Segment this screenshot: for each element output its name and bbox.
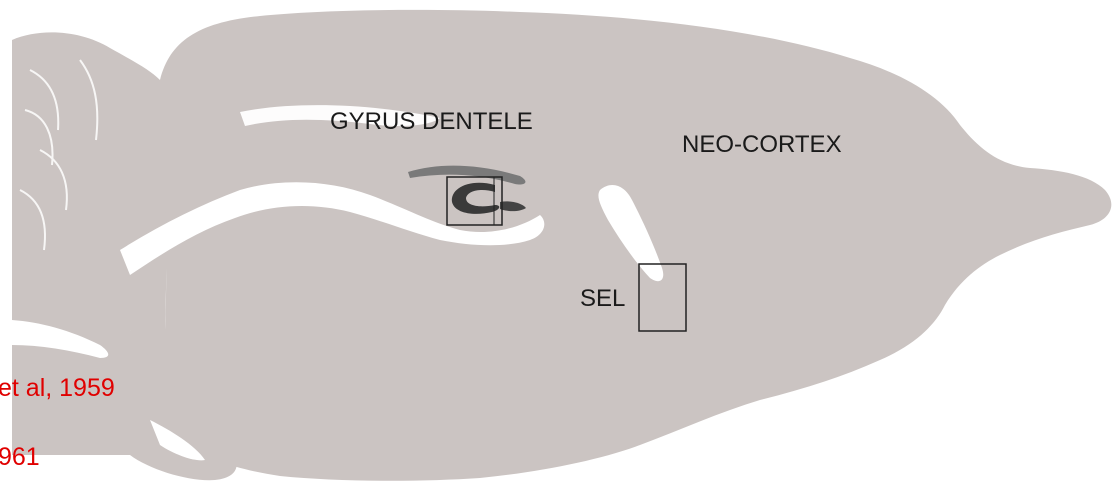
ventricle-channel <box>120 182 545 275</box>
lateral-ventricle-slit <box>598 185 664 282</box>
brain-body-shape <box>130 9 1112 481</box>
citation-line-2: 961 <box>0 443 40 471</box>
label-dentate-gyrus: GYRUS DENTELE <box>330 108 533 135</box>
left-notch <box>12 320 109 358</box>
label-neocortex: NEO-CORTEX <box>682 131 842 158</box>
citation-line-1: et al, 1959 <box>0 374 115 402</box>
sel-box <box>638 263 687 332</box>
cerebellum-shape <box>12 32 170 330</box>
callosum-gap <box>240 105 440 126</box>
dentate-c-shape <box>451 182 500 214</box>
bottom-notch <box>150 420 205 461</box>
dentate-tail <box>500 201 526 212</box>
sel-white-spot <box>648 267 660 275</box>
hippocampus-arc <box>408 165 526 185</box>
dentate-gyrus-box <box>446 176 503 226</box>
cerebellar-folds <box>19 59 99 251</box>
label-sel: SEL <box>580 285 626 312</box>
